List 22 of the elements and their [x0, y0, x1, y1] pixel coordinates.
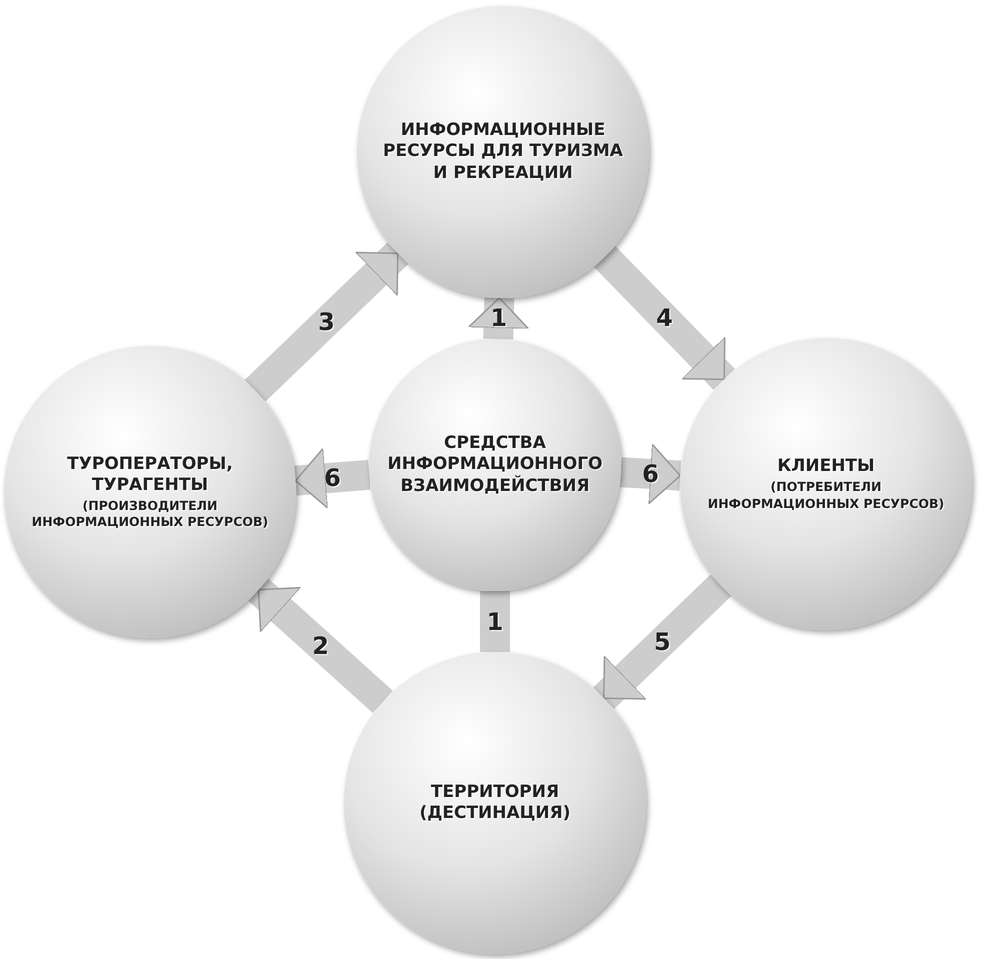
edge-label: 4: [656, 304, 673, 332]
block-arrow: [468, 297, 530, 340]
edge-label: 6: [324, 464, 341, 492]
block-arrow: [620, 443, 682, 505]
edge-label: 2: [312, 632, 329, 660]
node-title: ТУРОПЕРАТОРЫ, ТУРАГЕНТЫ: [66, 454, 234, 496]
node-title: ТЕРРИТОРИЯ (ДЕСТИНАЦИЯ): [418, 782, 572, 824]
edge-label: 1: [486, 608, 504, 636]
node-subtitle: (ПРОИЗВОДИТЕЛИ ИНФОРМАЦИОННЫХ РЕСУРСОВ): [30, 498, 270, 530]
node-title: ИНФОРМАЦИОННЫЕ РЕСУРСЫ ДЛЯ ТУРИЗМА И РЕКРЕАЦИИ: [383, 120, 623, 184]
block-arrow: [244, 242, 408, 402]
block-arrow: [593, 574, 732, 710]
edge-label: 1: [490, 304, 508, 332]
edge-label: 5: [654, 628, 671, 656]
block-arrow: [248, 578, 393, 714]
block-arrow: [594, 246, 735, 390]
edge-label: 6: [642, 460, 659, 488]
block-arrow: [294, 448, 371, 509]
node-subtitle: (ПОТРЕБИТЕЛИ ИНФОРМАЦИОННЫХ РЕСУРСОВ): [706, 479, 946, 512]
edge-label: 3: [318, 308, 335, 336]
node-title: СРЕДСТВА ИНФОРМАЦИОННОГО ВЗАИМОДЕЙСТВИЯ: [388, 433, 602, 497]
node-title: КЛИЕНТЫ: [777, 456, 875, 478]
